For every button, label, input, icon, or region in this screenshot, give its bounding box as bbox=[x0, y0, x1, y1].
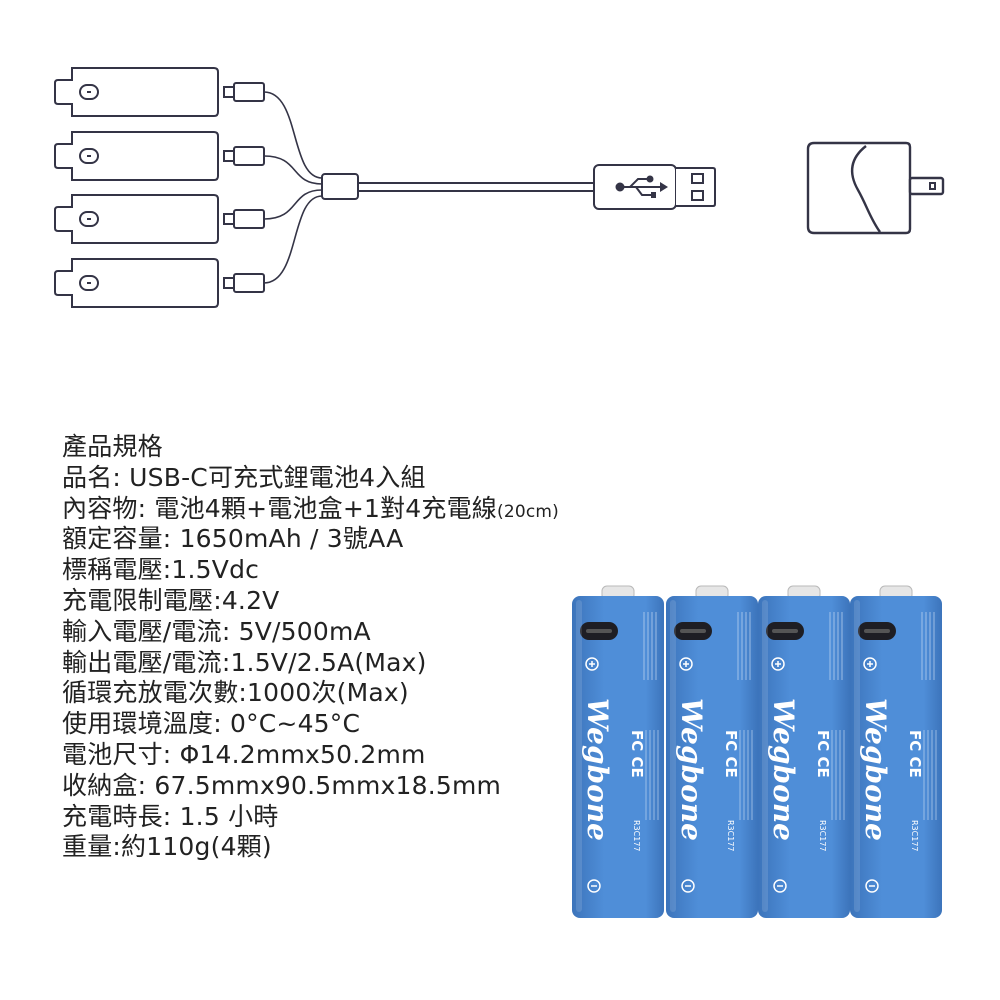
specs-heading: 產品規格 bbox=[62, 432, 163, 461]
certification-marks: FC CE bbox=[628, 730, 646, 778]
battery-cells bbox=[54, 67, 265, 308]
spec-row: 標稱電壓:1.5Vdc bbox=[62, 555, 260, 585]
spec-row: 充電時長: 1.5 小時 bbox=[62, 801, 279, 831]
brand-logo: Wegbone bbox=[767, 698, 800, 841]
aa-battery: Wegbone FC CE R3C177 bbox=[850, 585, 942, 918]
brand-logo: Wegbone bbox=[581, 698, 614, 841]
battery-outline-icon bbox=[54, 67, 265, 117]
power-adapter-icon bbox=[806, 141, 945, 235]
usb-c-port-icon bbox=[79, 84, 99, 100]
minus-terminal-icon bbox=[587, 879, 601, 893]
spec-row: 內容物: 電池4顆+電池盒+1對4充電線(20cm) bbox=[62, 493, 559, 523]
product-specifications: 產品規格 品名: USB-C可充式鋰電池4入組 內容物: 電池4顆+電池盒+1對… bbox=[62, 432, 582, 863]
usb-c-port-icon bbox=[580, 622, 618, 640]
brand-logo: Wegbone bbox=[675, 698, 708, 841]
brand-logo: Wegbone bbox=[859, 698, 892, 841]
spec-row: 重量:約110g(4顆) bbox=[62, 832, 272, 862]
spec-note: (20cm) bbox=[496, 501, 559, 522]
usb-c-port-icon bbox=[79, 275, 99, 291]
spec-row: 充電限制電壓:4.2V bbox=[62, 585, 280, 615]
aa-battery: Wegbone FC CE R3C177 bbox=[758, 585, 850, 918]
usb-c-port-icon bbox=[674, 622, 712, 640]
spec-row: 輸入電壓/電流: 5V/500mA bbox=[62, 616, 371, 646]
usb-a-plug-icon bbox=[593, 164, 716, 210]
main-cable bbox=[358, 182, 594, 192]
plus-terminal-icon bbox=[585, 657, 599, 671]
spec-row: 輸出電壓/電流:1.5V/2.5A(Max) bbox=[62, 647, 427, 677]
usb-c-port-icon bbox=[79, 148, 99, 164]
spec-row: 電池尺寸: Φ14.2mmx50.2mm bbox=[62, 739, 426, 769]
minus-terminal-icon bbox=[681, 879, 695, 893]
usb-c-port-icon bbox=[79, 211, 99, 227]
plus-terminal-icon bbox=[771, 657, 785, 671]
usb-c-plug-icon bbox=[223, 82, 265, 102]
certification-marks: FC CE bbox=[722, 730, 740, 778]
aa-battery: Wegbone FC CE R3C177 bbox=[572, 585, 664, 918]
cert-code: R3C177 bbox=[818, 820, 827, 852]
usb-c-port-icon bbox=[766, 622, 804, 640]
spec-row: 品名: USB-C可充式鋰電池4入組 bbox=[62, 462, 426, 492]
usb-c-plug-icon bbox=[223, 209, 265, 229]
spec-row: 使用環境溫度: 0°C~45°C bbox=[62, 709, 361, 739]
usb-c-port-icon bbox=[858, 622, 896, 640]
usb-c-plug-icon bbox=[223, 273, 265, 293]
spec-row: 循環充放電次數:1000次(Max) bbox=[62, 678, 409, 708]
certification-marks: FC CE bbox=[906, 730, 924, 778]
battery-outline-icon bbox=[54, 194, 265, 244]
minus-terminal-icon bbox=[773, 879, 787, 893]
certification-marks: FC CE bbox=[814, 730, 832, 778]
plus-terminal-icon bbox=[863, 657, 877, 671]
cable-junction bbox=[321, 173, 359, 200]
cert-code: R3C177 bbox=[910, 820, 919, 852]
spec-row: 額定容量: 1650mAh / 3號AA bbox=[62, 524, 404, 554]
aa-battery: Wegbone FC CE R3C177 bbox=[666, 585, 758, 918]
split-cable bbox=[263, 91, 323, 284]
usb-c-plug-icon bbox=[223, 146, 265, 166]
cert-code: R3C177 bbox=[632, 820, 641, 852]
battery-outline-icon bbox=[54, 131, 265, 181]
plus-terminal-icon bbox=[679, 657, 693, 671]
battery-outline-icon bbox=[54, 258, 265, 308]
cert-code: R3C177 bbox=[726, 820, 735, 852]
charging-diagram bbox=[54, 67, 945, 308]
spec-row: 收納盒: 67.5mmx90.5mmx18.5mm bbox=[62, 770, 502, 800]
usb-trident-icon bbox=[615, 175, 668, 198]
minus-terminal-icon bbox=[865, 879, 879, 893]
